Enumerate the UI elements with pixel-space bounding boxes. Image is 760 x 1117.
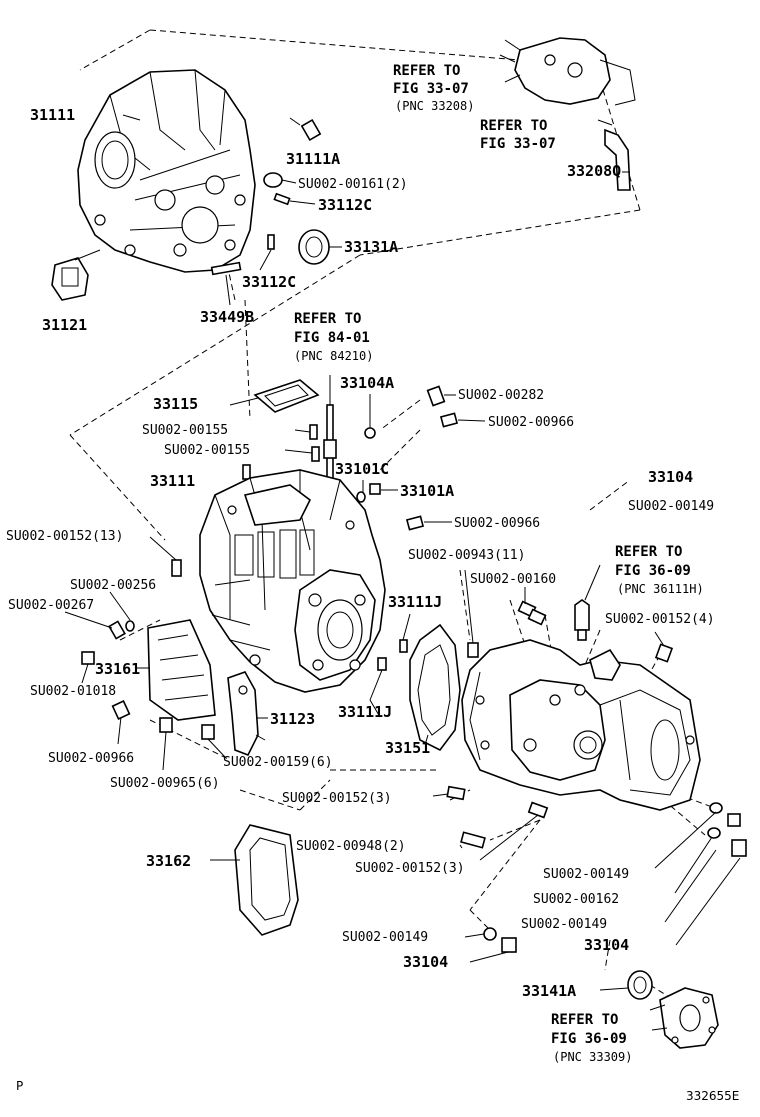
ref1-pnc: (PNC 33208) (395, 99, 474, 113)
oil-seal-33131A (298, 229, 342, 265)
cover-plate-33115 (229, 379, 320, 413)
transmission-case-33111 (199, 469, 386, 693)
cover-33162 (210, 824, 299, 936)
label-33112C-b: 33112C (242, 273, 296, 291)
label-su00282: SU002-00282 (458, 388, 544, 403)
illustration-id: 332655E (686, 1089, 739, 1103)
label-33111-mid: 33111 (150, 472, 195, 490)
label-su00155-b: SU002-00155 (164, 443, 250, 458)
label-su00943: SU002-00943(11) (408, 548, 525, 563)
pin-33112C-b (259, 234, 275, 271)
label-leaders (122, 114, 381, 741)
label-31111-top: 31111 (30, 106, 75, 124)
label-su00149-b: SU002-00149 (543, 867, 629, 882)
label-33111J-b: 33111J (338, 703, 392, 721)
switch-84210 (323, 375, 337, 486)
label-su00149-c: SU002-00149 (521, 917, 607, 932)
small-fasteners-mid (64, 515, 674, 771)
bottom-fasteners (432, 785, 747, 963)
label-33449B: 33449B (200, 308, 254, 326)
ref1-line2: FIG 33-07 (393, 81, 469, 97)
label-su00152-3b: SU002-00152(3) (355, 861, 465, 876)
label-su00149-d: SU002-00149 (342, 930, 428, 945)
oring-33104A (364, 394, 376, 439)
oil-seal-33141A (599, 970, 653, 1000)
bolt-su00282 (426, 385, 456, 407)
label-33141A: 33141A (522, 982, 576, 1000)
ref4-line1: REFER TO (615, 544, 682, 560)
ref3-pnc: (PNC 84210) (294, 349, 373, 363)
ref2-line2: FIG 33-07 (480, 136, 556, 152)
companion-flange (649, 987, 719, 1049)
label-su00256: SU002-00256 (70, 578, 156, 593)
label-su00159: SU002-00159(6) (223, 755, 333, 770)
plate-33449B (210, 261, 242, 306)
ref5-line2: FIG 36-09 (551, 1031, 627, 1047)
dowel-su00161 (263, 172, 297, 188)
extension-housing (461, 639, 701, 811)
label-31123: 31123 (270, 710, 315, 728)
label-su00152-13: SU002-00152(13) (6, 529, 123, 544)
corner-mark: P (16, 1079, 23, 1093)
ref1-line1: REFER TO (393, 63, 460, 79)
ref5-pnc: (PNC 33309) (553, 1050, 632, 1064)
ref4-line2: FIG 36-09 (615, 563, 691, 579)
label-su00152-3a: SU002-00152(3) (282, 791, 392, 806)
bracket-31121 (51, 249, 101, 301)
label-33104-a: 33104 (648, 468, 693, 486)
pin-33112C-a (273, 192, 316, 206)
label-33101A: 33101A (400, 482, 454, 500)
label-su00149-a: SU002-00149 (628, 499, 714, 514)
label-33162: 33162 (146, 852, 191, 870)
ref3-line1: REFER TO (294, 311, 361, 327)
label-su01018: SU002-01018 (30, 684, 116, 699)
bracket-31123 (227, 671, 268, 757)
label-33151: 33151 (385, 739, 430, 757)
breather-assembly (499, 37, 636, 191)
bolt-31111A (289, 117, 322, 142)
label-33101C: 33101C (335, 460, 389, 478)
label-su00966-c: SU002-00966 (48, 751, 134, 766)
label-31121: 31121 (42, 316, 87, 334)
label-su00152-4: SU002-00152(4) (605, 612, 715, 627)
ref4-pnc: (PNC 36111H) (617, 582, 704, 596)
label-33104A: 33104A (340, 374, 394, 392)
studs-su00155 (242, 424, 320, 480)
label-su00965: SU002-00965(6) (110, 776, 220, 791)
label-su00155-a: SU002-00155 (142, 423, 228, 438)
ref5-line1: REFER TO (551, 1012, 618, 1028)
label-su00160: SU002-00160 (470, 572, 556, 587)
label-31111A: 31111A (286, 150, 340, 168)
label-su00966-b: SU002-00966 (454, 516, 540, 531)
label-su00966-a: SU002-00966 (488, 415, 574, 430)
label-33115: 33115 (153, 395, 198, 413)
label-33161: 33161 (95, 660, 140, 678)
label-33104-b: 33104 (584, 936, 629, 954)
label-33111J-a: 33111J (388, 593, 442, 611)
label-su00948: SU002-00948(2) (296, 839, 406, 854)
label-33131A: 33131A (344, 238, 398, 256)
side-cover-33161 (135, 619, 216, 721)
bolt-su00966-a (439, 412, 486, 428)
labels: 31111 31111A SU002-00161(2) 33112C 33131… (6, 63, 739, 1103)
label-su00161: SU002-00161(2) (298, 177, 408, 192)
label-su00162: SU002-00162 (533, 892, 619, 907)
gasket-33151 (409, 623, 461, 752)
ref3-line2: FIG 84-01 (294, 330, 370, 346)
label-33112C-a: 33112C (318, 196, 372, 214)
clutch-housing-31111 (77, 69, 256, 273)
plug-33101 (356, 480, 398, 503)
label-33104-c: 33104 (403, 953, 448, 971)
ref2-line1: REFER TO (480, 118, 547, 134)
label-su00267: SU002-00267 (8, 598, 94, 613)
label-33208Q: 33208Q (567, 162, 621, 180)
